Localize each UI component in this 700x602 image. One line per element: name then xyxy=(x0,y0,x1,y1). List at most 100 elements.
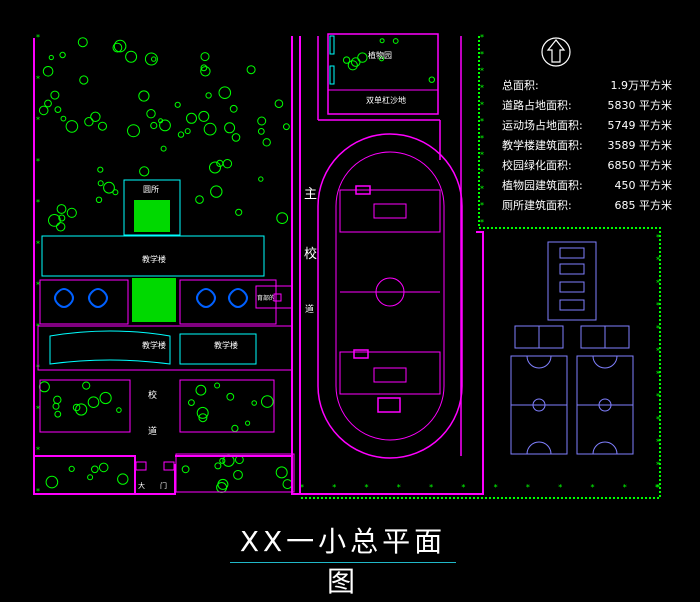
tree-icon xyxy=(200,52,210,62)
shrub-icon: * xyxy=(397,483,401,492)
stat-name: 道路占地面积: xyxy=(502,99,572,112)
tree-icon xyxy=(282,479,293,490)
tree-icon xyxy=(276,212,289,225)
tree-icon xyxy=(261,395,274,408)
shrub-icon: * xyxy=(656,483,660,492)
shrub-icon: * xyxy=(480,67,484,76)
tree-icon xyxy=(283,123,290,131)
teaching-building-lower: 教学楼 教学楼 xyxy=(37,325,293,371)
shrub-icon: * xyxy=(429,483,433,492)
tree-layer: ****************************************… xyxy=(36,33,660,496)
tree-icon xyxy=(209,161,221,174)
tree-icon xyxy=(58,214,66,222)
tree-icon xyxy=(48,214,61,227)
tree-icon xyxy=(98,121,107,131)
tree-icon xyxy=(181,465,190,474)
sport-courts xyxy=(510,241,634,455)
tree-icon xyxy=(245,420,251,426)
tree-icon xyxy=(258,176,264,182)
tree-icon xyxy=(138,90,150,102)
shrub-icon: * xyxy=(656,301,660,310)
shrub-icon: * xyxy=(480,201,484,210)
shrub-icon: * xyxy=(480,117,484,126)
tree-icon xyxy=(125,50,138,63)
stat-row: 道路占地面积: 5830 平方米 xyxy=(502,96,672,116)
tree-icon xyxy=(66,207,77,218)
shrub-icon: * xyxy=(656,369,660,378)
botanical-garden: 植物园 双单杠沙地 xyxy=(327,33,439,115)
tree-icon xyxy=(222,159,233,169)
tree-icon xyxy=(56,204,67,214)
stat-value: 5749 平方米 xyxy=(607,119,673,132)
tree-icon xyxy=(144,52,158,66)
tree-icon xyxy=(177,131,185,138)
tree-icon xyxy=(257,116,267,126)
shrub-icon: * xyxy=(526,483,530,492)
stat-value: 5830 平方米 xyxy=(607,99,673,112)
tree-icon xyxy=(90,111,101,123)
shrub-icon: * xyxy=(480,184,484,193)
tree-icon xyxy=(65,120,79,133)
tree-icon xyxy=(203,122,217,136)
tree-icon xyxy=(196,406,209,419)
shrub-icon: * xyxy=(591,483,595,492)
north-arrow-icon xyxy=(541,37,571,67)
shrub-icon: * xyxy=(480,134,484,143)
tree-icon xyxy=(251,400,257,406)
tree-icon xyxy=(219,457,226,464)
tree-icon xyxy=(87,396,100,409)
gate-char-1: 大 xyxy=(138,481,145,490)
main-road-char-2: 校 xyxy=(304,246,317,262)
tree-icon xyxy=(379,56,385,62)
tree-icon xyxy=(275,466,288,479)
tree-icon xyxy=(214,462,222,470)
teaching-building-left-label: 教学楼 xyxy=(142,340,166,350)
tree-icon xyxy=(235,208,243,216)
tree-icon xyxy=(392,38,399,44)
tree-icon xyxy=(186,112,197,124)
tree-icon xyxy=(53,395,62,404)
shrub-icon: * xyxy=(558,483,562,492)
tree-icon xyxy=(56,222,66,232)
canteen: 圆所 xyxy=(123,179,181,236)
stat-row: 教学楼建筑面积:3589 平方米 xyxy=(502,136,672,156)
tree-icon xyxy=(48,54,54,61)
stat-row: 植物园建筑面积:450 平方米 xyxy=(502,176,672,196)
tree-icon xyxy=(214,382,221,389)
shrub-icon: * xyxy=(36,116,40,125)
area-statistics: 总面积:1.9万平方米 道路占地面积:5830 平方米 运动场占地面积:5749… xyxy=(502,76,672,216)
tree-icon xyxy=(200,66,211,77)
campus-road-char-1: 校 xyxy=(148,389,157,401)
stat-value: 3589 平方米 xyxy=(607,139,673,152)
shrub-icon: * xyxy=(656,233,660,242)
tree-icon xyxy=(112,42,123,53)
tree-icon xyxy=(229,104,238,113)
tree-icon xyxy=(113,39,127,53)
main-road-char-1: 主 xyxy=(304,187,317,202)
tree-icon xyxy=(160,145,167,152)
teaching-building-top: 教学楼 xyxy=(41,235,265,277)
tree-icon xyxy=(210,185,223,198)
stat-row: 总面积:1.9万平方米 xyxy=(502,76,672,96)
tree-icon xyxy=(357,52,368,63)
tree-icon xyxy=(231,424,239,432)
tree-icon xyxy=(72,403,81,412)
canteen-label: 圆所 xyxy=(143,184,159,194)
tree-icon xyxy=(174,101,181,108)
tree-icon xyxy=(342,56,351,64)
shrub-icon: * xyxy=(300,483,304,492)
tree-icon xyxy=(54,106,62,113)
tree-icon xyxy=(347,60,358,71)
shrub-icon: * xyxy=(36,33,40,42)
sand-pit-label: 双单杠沙地 xyxy=(366,95,406,105)
tree-icon xyxy=(38,381,50,393)
tree-icon xyxy=(87,474,94,481)
shrub-icon: * xyxy=(656,415,660,424)
shrub-icon: * xyxy=(480,33,484,42)
running-track xyxy=(317,133,463,459)
tree-icon xyxy=(97,166,104,173)
shrub-icon: * xyxy=(656,438,660,447)
tree-icon xyxy=(59,51,66,59)
shrub-icon: * xyxy=(36,405,40,414)
tree-icon xyxy=(79,75,89,85)
